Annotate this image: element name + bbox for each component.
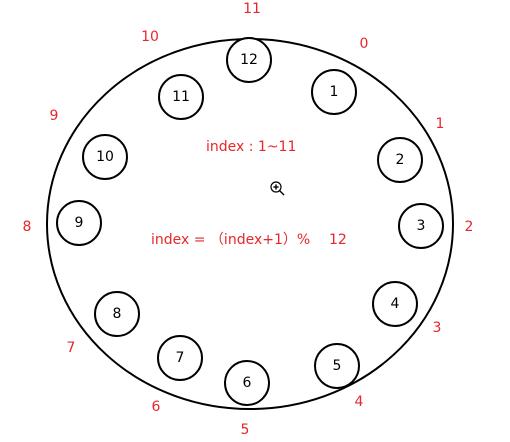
index-label-1: 1 (436, 116, 445, 132)
index-label-9: 9 (50, 108, 59, 124)
node-2: 2 (377, 137, 423, 183)
node-label: 11 (172, 89, 190, 105)
node-5: 5 (314, 343, 360, 389)
node-10: 10 (82, 134, 128, 180)
node-label: 2 (396, 152, 405, 168)
outer-ring (46, 38, 454, 410)
node-circle (377, 137, 423, 183)
index-label-8: 8 (23, 219, 32, 235)
node-12: 12 (226, 37, 272, 83)
node-label: 9 (75, 215, 84, 231)
node-label: 5 (333, 358, 342, 374)
node-6: 6 (224, 360, 270, 406)
node-label: 7 (176, 350, 185, 366)
node-3: 3 (398, 203, 444, 249)
node-circle (224, 360, 270, 406)
node-label: 4 (391, 296, 400, 312)
node-4: 4 (372, 281, 418, 327)
node-circle (56, 200, 102, 246)
index-label-7: 7 (67, 340, 76, 356)
index-label-0: 0 (360, 36, 369, 52)
node-label: 10 (96, 149, 114, 165)
node-9: 9 (56, 200, 102, 246)
index-label-4: 4 (355, 394, 364, 410)
node-8: 8 (94, 291, 140, 337)
node-label: 3 (417, 218, 426, 234)
node-circle (398, 203, 444, 249)
index-label-3: 3 (433, 320, 442, 336)
index-update-modulus: 12 (329, 232, 347, 248)
node-circle (82, 134, 128, 180)
node-circle (311, 69, 357, 115)
node-circle (372, 281, 418, 327)
index-label-2: 2 (465, 219, 474, 235)
zoom-in-icon (270, 181, 285, 196)
index-label-10: 10 (141, 29, 159, 45)
index-label-5: 5 (241, 422, 250, 438)
node-label: 12 (240, 52, 258, 68)
node-circle (94, 291, 140, 337)
index-label-6: 6 (152, 399, 161, 415)
node-11: 11 (158, 74, 204, 120)
index-update-formula: index = （index+1）% (151, 232, 310, 248)
node-7: 7 (157, 335, 203, 381)
node-circle (158, 74, 204, 120)
node-label: 8 (113, 306, 122, 322)
index-label-11: 11 (243, 1, 261, 17)
node-label: 1 (330, 84, 339, 100)
node-label: 6 (243, 375, 252, 391)
index-range-text: index : 1~11 (206, 139, 296, 155)
node-circle (226, 37, 272, 83)
node-circle (314, 343, 360, 389)
node-circle (157, 335, 203, 381)
node-1: 1 (311, 69, 357, 115)
